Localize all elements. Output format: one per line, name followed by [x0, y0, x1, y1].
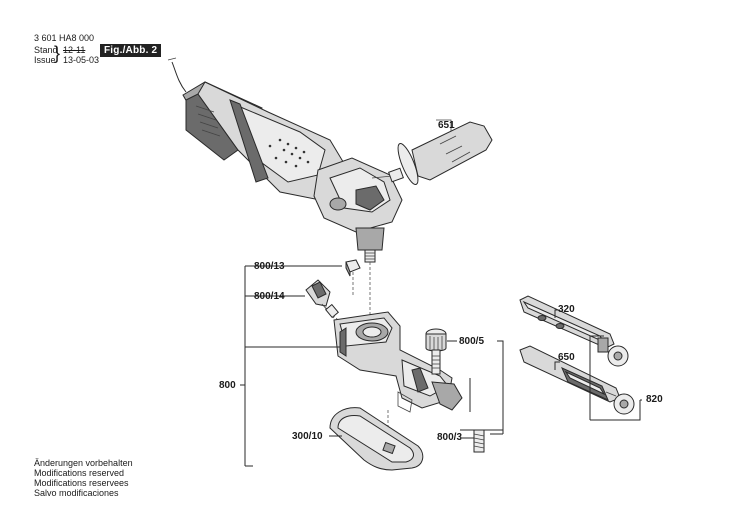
- leader-lines: [240, 265, 642, 467]
- label-part-820: 820: [646, 394, 663, 405]
- part-320-belt-arm: [519, 295, 629, 367]
- part-800-guard-body: [333, 311, 463, 413]
- label-part-800-13: 800/13: [254, 261, 285, 272]
- part-300-10-shoe-plate: [329, 407, 424, 471]
- label-part-651: 651: [438, 120, 455, 131]
- footer-line-es: Salvo modificaciones: [34, 488, 119, 498]
- document-number: 3 601 HA8 000: [34, 33, 95, 43]
- label-part-800-14: 800/14: [254, 291, 285, 302]
- part-800-14-wing-screw: [305, 279, 339, 319]
- label-part-650: 650: [558, 352, 575, 363]
- issue-label: Issue: [34, 55, 56, 65]
- footer-line-fr: Modifications reservees: [34, 478, 129, 488]
- label-part-800-3: 800/3: [437, 432, 463, 443]
- figure-label: Fig./Abb. 2: [100, 44, 162, 57]
- part-650-belt-arm: [519, 345, 635, 415]
- power-cable: [171, 61, 187, 93]
- stand-label: Stand: [34, 45, 58, 55]
- auxiliary-handle: [371, 119, 493, 186]
- brace-symbol: }: [54, 43, 61, 63]
- label-part-800: 800: [219, 380, 236, 391]
- part-800-13-block: [345, 259, 361, 277]
- old-date: 12-11: [63, 45, 86, 55]
- label-part-320: 320: [558, 304, 575, 315]
- new-date: 13-05-03: [63, 55, 100, 65]
- part-800-5-knob-screw: [425, 328, 447, 375]
- footer-line-en: Modifications reserved: [34, 468, 125, 478]
- angle-grinder: [182, 81, 403, 263]
- grip-texture: [268, 138, 310, 168]
- part-800-3-spring: [473, 429, 485, 453]
- label-part-800-5: 800/5: [459, 336, 485, 347]
- vent-slots: [195, 105, 221, 137]
- label-part-300-10: 300/10: [292, 431, 323, 442]
- footer-line-de: Änderungen vorbehalten: [34, 458, 133, 468]
